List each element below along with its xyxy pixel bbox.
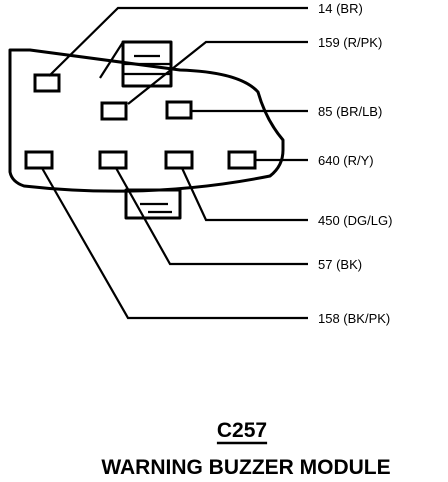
pin-label-450: 450 (DG/LG): [318, 213, 392, 228]
pin-label-57: 57 (BK): [318, 257, 362, 272]
cavity-158: [24, 150, 54, 170]
module-name: WARNING BUZZER MODULE: [101, 456, 390, 479]
lead-57: [115, 167, 308, 266]
cavity-14: [33, 73, 61, 93]
pin-label-158: 158 (BK/PK): [318, 311, 390, 326]
pin-label-640: 640 (R/Y): [318, 153, 374, 168]
pin-label-159: 159 (R/PK): [318, 35, 382, 50]
cavity-640: [227, 150, 257, 170]
lead-158: [41, 167, 308, 320]
lead-159: [127, 40, 308, 105]
bottom-tab: [124, 188, 182, 220]
cavity-57: [98, 150, 128, 170]
top-latch: [99, 40, 173, 88]
cavity-85: [165, 100, 193, 120]
lead-450: [181, 167, 308, 222]
lead-14: [48, 6, 308, 77]
pin-label-85: 85 (BR/LB): [318, 104, 382, 119]
cavity-450: [164, 150, 194, 170]
cavity-159: [100, 101, 128, 121]
connector-body-outline: [8, 48, 285, 193]
connector-id: C257: [217, 419, 267, 442]
pin-label-14: 14 (BR): [318, 1, 363, 16]
